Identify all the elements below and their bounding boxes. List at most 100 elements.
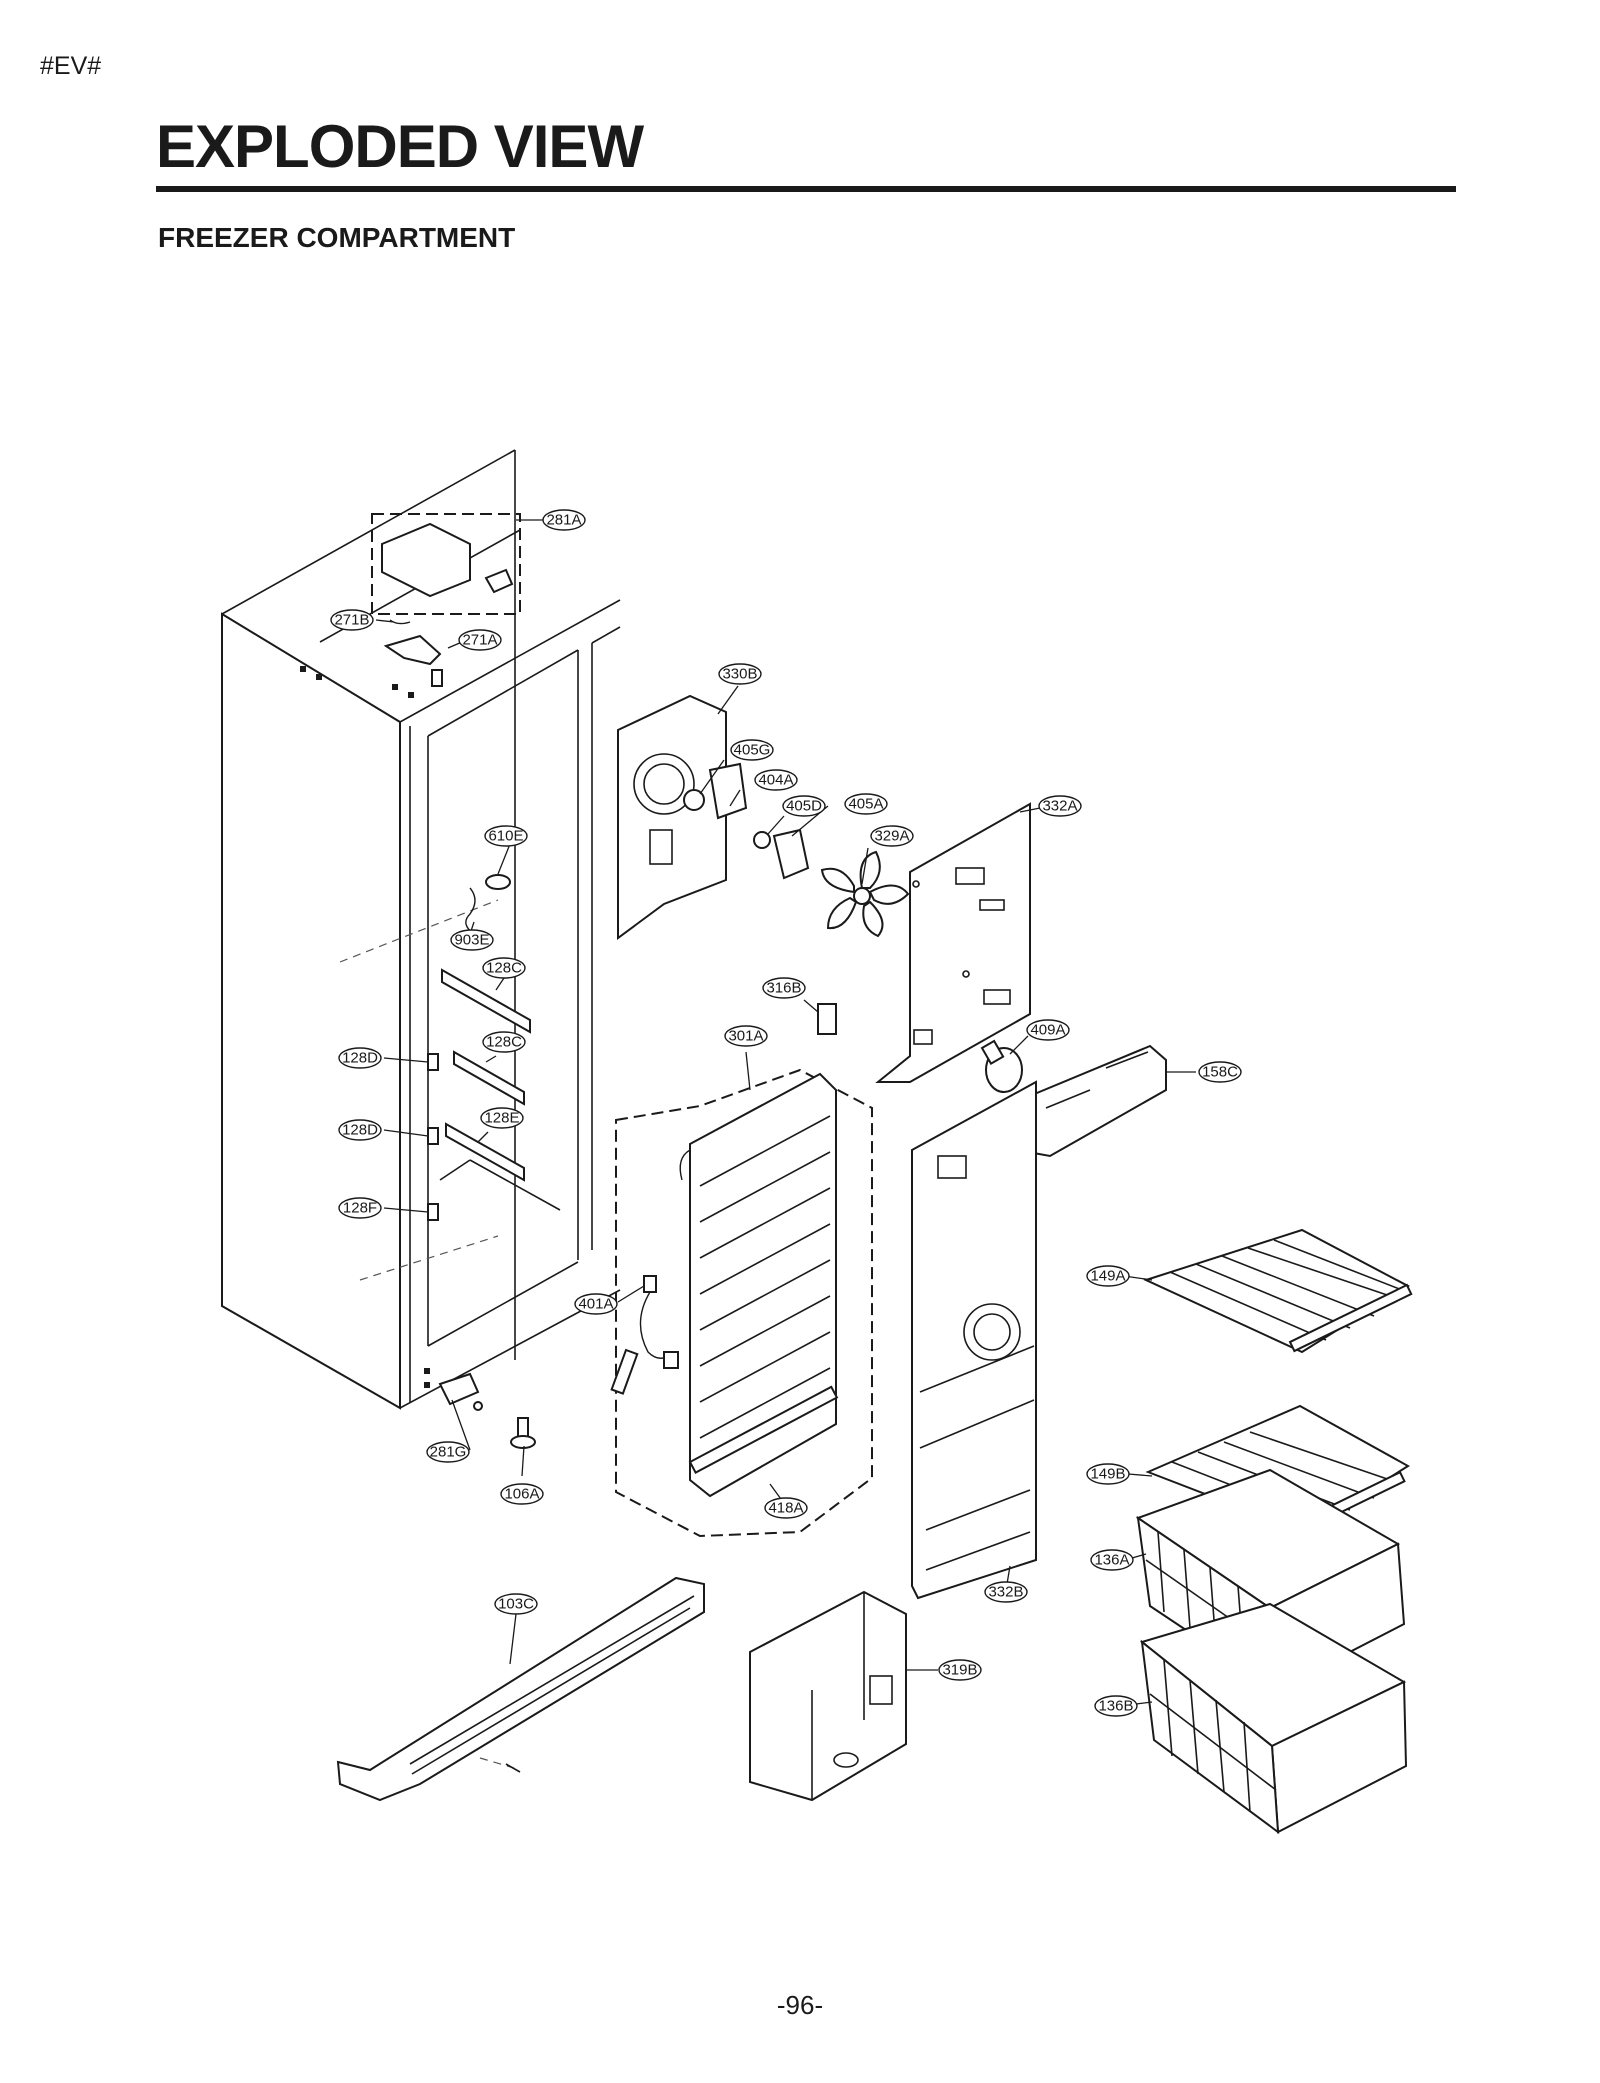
callout-271A: 271A	[458, 629, 502, 651]
callout-128C-upper: 128C	[482, 957, 526, 979]
fan-blade-329A	[820, 850, 910, 938]
callout-label: 128E	[484, 1110, 519, 1127]
screw-hole	[424, 1382, 430, 1388]
title-rule	[156, 186, 1456, 192]
callout-401A: 401A	[574, 1293, 618, 1315]
leveling-leg-106A	[510, 1417, 536, 1449]
callout-label: 281A	[546, 512, 581, 529]
callout-106A: 106A	[500, 1483, 544, 1505]
callout-label: 136A	[1094, 1552, 1129, 1569]
callout-label: 128D	[342, 1122, 378, 1139]
fan-motor-404A	[708, 762, 748, 820]
callout-label: 281G	[430, 1444, 467, 1461]
callout-405A: 405A	[844, 793, 888, 815]
freezer-cabinet	[221, 449, 621, 1410]
callout-418A: 418A	[764, 1497, 808, 1519]
callout-label: 128F	[343, 1200, 377, 1217]
callout-903E: 903E	[450, 929, 494, 951]
callout-332A: 332A	[1038, 795, 1082, 817]
callout-label: 103C	[498, 1596, 534, 1613]
callout-label: 330B	[722, 666, 757, 683]
screw-hole	[424, 1368, 430, 1374]
callout-281G: 281G	[426, 1441, 470, 1463]
filter-316B	[817, 1003, 837, 1035]
screw-hole	[392, 684, 398, 690]
shelf-rail-128E	[445, 1122, 525, 1182]
callout-label: 158C	[1202, 1064, 1238, 1081]
wire-shelf-149A	[1143, 1228, 1413, 1354]
callout-label: 271B	[334, 612, 369, 629]
callout-label: 401A	[578, 1296, 613, 1313]
callout-128F: 128F	[338, 1197, 382, 1219]
callout-label: 316B	[766, 980, 801, 997]
hinge-bracket-271A	[383, 634, 443, 687]
callout-label: 405A	[848, 796, 883, 813]
rail-clip-128D-upper	[427, 1053, 439, 1071]
callout-label: 405G	[734, 742, 771, 759]
bottom-cover-103C	[336, 1576, 705, 1802]
screw-hole	[316, 674, 322, 680]
callout-128D-upper: 128D	[338, 1047, 382, 1069]
callout-330B: 330B	[718, 663, 762, 685]
fan-shroud-330B	[617, 694, 727, 940]
screw-hole	[408, 692, 414, 698]
basket-136B	[1139, 1602, 1408, 1835]
callout-label: 271A	[462, 632, 497, 649]
lower-hinge-screw	[473, 1401, 483, 1411]
callout-label: 332B	[988, 1584, 1023, 1601]
callout-136B: 136B	[1094, 1695, 1138, 1717]
shelf-rail-128C-lower	[453, 1050, 525, 1106]
callout-149B: 149B	[1086, 1463, 1130, 1485]
lower-hinge-281G	[438, 1372, 480, 1406]
callout-label: 149A	[1090, 1268, 1125, 1285]
callout-label: 128C	[486, 1034, 522, 1051]
callout-316B: 316B	[762, 977, 806, 999]
callout-409A: 409A	[1026, 1019, 1070, 1041]
callout-405G: 405G	[730, 739, 774, 761]
callout-271B: 271B	[330, 609, 374, 631]
lamp-socket-610E	[485, 874, 511, 890]
callout-label: 405D	[786, 798, 822, 815]
callout-label: 332A	[1042, 798, 1077, 815]
callout-329A: 329A	[870, 825, 914, 847]
callout-610E: 610E	[484, 825, 528, 847]
callout-404A: 404A	[754, 769, 798, 791]
motor-bushing-405D	[753, 831, 771, 849]
defrost-sensor-401A	[610, 1275, 679, 1395]
callout-label: 128D	[342, 1050, 378, 1067]
callout-label: 329A	[874, 828, 909, 845]
callout-103C: 103C	[494, 1593, 538, 1615]
screw-hole	[300, 666, 306, 672]
callout-301A: 301A	[724, 1025, 768, 1047]
callout-136A: 136A	[1090, 1549, 1134, 1571]
wire-harness-903E	[465, 887, 476, 935]
callout-158C: 158C	[1198, 1061, 1242, 1083]
callout-label: 409A	[1030, 1022, 1065, 1039]
evaporator-301A	[615, 1068, 873, 1538]
evaporator-cover-332A	[875, 802, 1031, 1083]
callout-label: 149B	[1090, 1466, 1125, 1483]
callout-319B: 319B	[938, 1659, 982, 1681]
callout-128C-lower: 128C	[482, 1031, 526, 1053]
callout-label: 136B	[1098, 1698, 1133, 1715]
callout-128D-lower: 128D	[338, 1119, 382, 1141]
rail-clip-128D-lower	[427, 1127, 439, 1145]
hinge-pin-271B	[389, 619, 411, 625]
lamp-cover-158C	[1018, 1044, 1167, 1158]
callout-label: 301A	[728, 1028, 763, 1045]
page-number: -96-	[776, 1990, 824, 2020]
motor-grommet-405G	[683, 789, 705, 811]
motor-bracket-405A	[772, 828, 810, 880]
callout-label: 418A	[768, 1500, 803, 1517]
callout-label: 610E	[488, 828, 523, 845]
callout-128E: 128E	[480, 1107, 524, 1129]
callout-label: 903E	[454, 932, 489, 949]
callout-label: 128C	[486, 960, 522, 977]
callout-label: 404A	[758, 772, 793, 789]
page-tag: #EV#	[40, 52, 102, 80]
callout-332B: 332B	[984, 1581, 1028, 1603]
rail-clip-128F	[427, 1203, 439, 1221]
page-title: EXPLODED VIEW	[156, 113, 644, 180]
section-title: FREEZER COMPARTMENT	[158, 222, 516, 253]
